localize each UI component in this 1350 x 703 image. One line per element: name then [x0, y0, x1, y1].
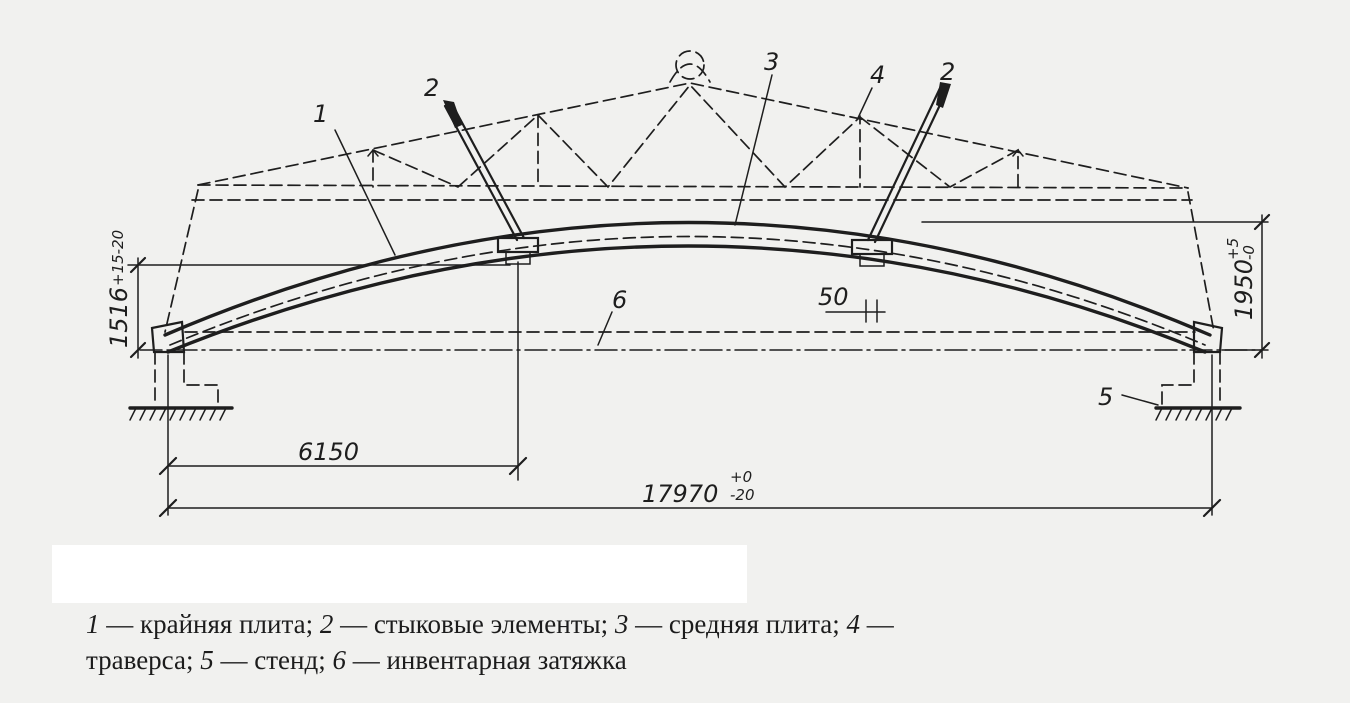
callout-2-right: 2: [940, 58, 955, 86]
dim-17970-tol-lower: -20: [730, 486, 755, 504]
stand-left: [128, 351, 234, 421]
callout-6: 6: [612, 286, 627, 314]
dim-1516: 1516: [105, 287, 133, 348]
traverse-frame: [164, 50, 1215, 333]
dim-17970-tol-upper: +0: [730, 468, 752, 486]
legend-num-1: 1: [86, 609, 100, 639]
legend-text-6: инвентарная затяжка: [386, 645, 627, 675]
callout-1: 1: [313, 100, 328, 128]
legend-text-1: крайняя плита;: [140, 609, 314, 639]
blank-caption-area: [52, 545, 747, 603]
dim-1950: 1950: [1230, 259, 1258, 320]
dim-1950-tol-lower: -0: [1240, 245, 1258, 260]
dimension-lines: [127, 213, 1271, 518]
stand-right: [1154, 351, 1242, 421]
inventory-tie: [139, 331, 1263, 351]
legend-num-6: 6: [332, 645, 346, 675]
legend-num-5: 5: [200, 645, 214, 675]
dim-6150: 6150: [298, 438, 359, 466]
figure-legend: 1 — крайняя плита; 2 — стыковые элементы…: [86, 609, 894, 675]
legend-num-2: 2: [319, 609, 334, 639]
dim-17970: 17970: [642, 480, 718, 508]
callout-2-left: 2: [424, 74, 439, 102]
callout-4: 4: [870, 61, 885, 89]
legend-text-5: стенд;: [254, 645, 326, 675]
legend-text-4: траверса;: [86, 645, 194, 675]
dim-1516-tol: +15-20: [109, 230, 127, 286]
callout-5: 5: [1098, 383, 1113, 411]
dim-1950-tol-upper: +5: [1224, 238, 1242, 260]
legend-num-4: 4: [846, 609, 861, 639]
callout-3: 3: [764, 48, 779, 76]
legend-text-2: стыковые элементы;: [373, 609, 609, 639]
joint-elements: [443, 82, 951, 267]
legend-num-3: 3: [614, 609, 629, 639]
leader-lines: [334, 74, 1159, 406]
dim-50: 50: [818, 283, 849, 311]
legend-text-3: средняя плита;: [668, 609, 840, 639]
